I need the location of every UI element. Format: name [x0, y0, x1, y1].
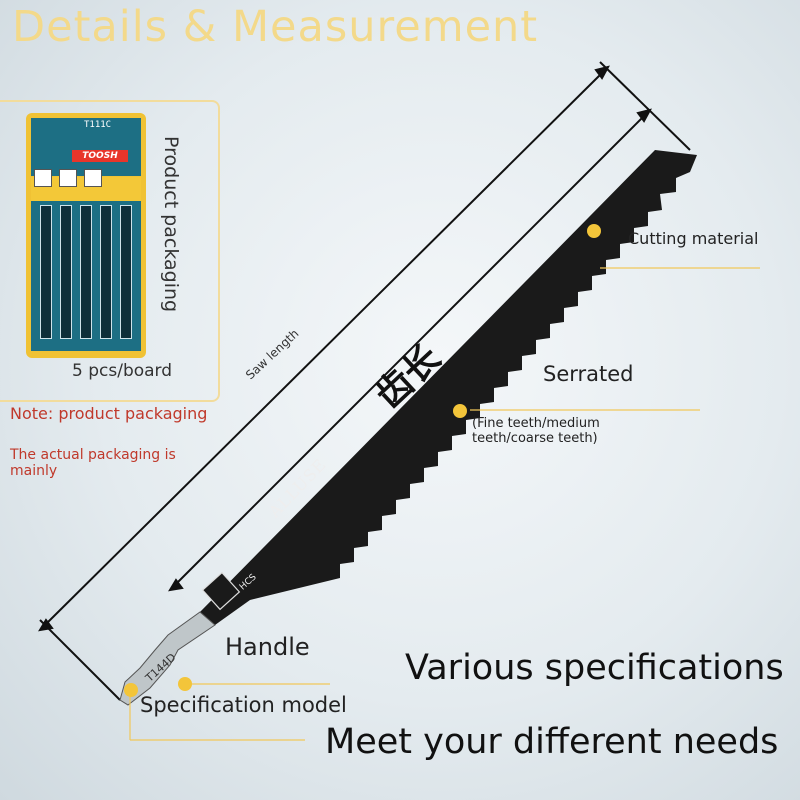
cut-icon — [34, 169, 52, 187]
packaging-frame — [0, 100, 220, 402]
serrated-detail: (Fine teeth/medium teeth/coarse teeth) — [472, 416, 600, 446]
blade-shank — [119, 611, 216, 706]
spec-model-dot — [124, 683, 138, 697]
mini-blade — [40, 205, 52, 339]
pieces-per-board: 5 pcs/board — [72, 361, 173, 381]
packaging-icons — [34, 169, 104, 191]
packaging-note: Note: product packaging — [10, 404, 208, 423]
packaging-header — [31, 118, 141, 176]
packaging-code: T111C — [84, 120, 112, 130]
slogan-various-specifications: Various specifications — [405, 648, 784, 688]
cutting-material-dot — [587, 224, 601, 238]
blade-body — [200, 150, 697, 625]
product-packaging-label: Product packaging — [160, 136, 182, 313]
spec-model-label: Specification model — [140, 693, 347, 717]
cut-icon — [59, 169, 78, 187]
packaging-brand: TOOSH — [72, 150, 128, 162]
mini-blade — [60, 205, 72, 339]
handle-label: Handle — [225, 633, 310, 661]
packaging-note-detail: The actual packaging is mainly — [10, 447, 176, 479]
callout-lines — [129, 267, 760, 741]
page-title: Details & Measurement — [12, 2, 539, 52]
serrated-dot — [453, 404, 467, 418]
cutting-material-label: Cutting material — [628, 229, 759, 248]
mini-blade — [100, 205, 112, 339]
handle-dot — [178, 677, 192, 691]
saw-blade — [119, 150, 697, 706]
serrated-label: Serrated — [543, 362, 634, 386]
tooth-length-arrow — [168, 108, 652, 592]
mini-blade — [120, 205, 132, 339]
slogan-meet-needs: Meet your different needs — [325, 722, 779, 762]
mini-blade — [80, 205, 92, 339]
cut-icon — [84, 169, 103, 187]
saw-length-arrow — [38, 61, 691, 701]
